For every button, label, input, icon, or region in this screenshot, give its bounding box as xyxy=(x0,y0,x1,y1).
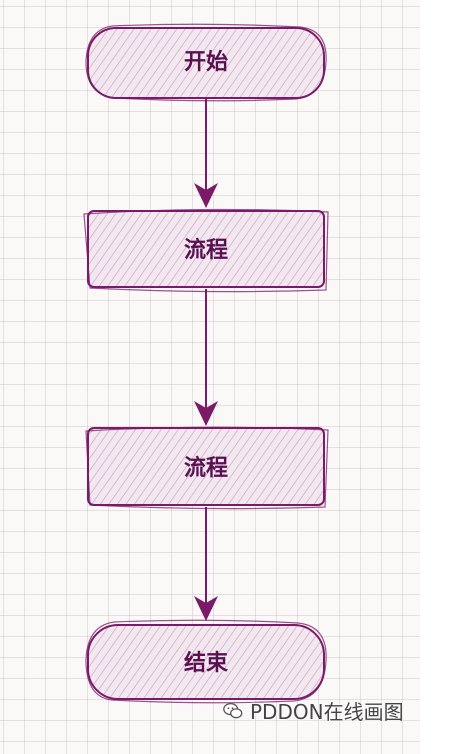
node-process-1-label: 流程 xyxy=(184,237,228,263)
edge-process-1-to-process-2 xyxy=(194,289,218,426)
node-start[interactable]: 开始 xyxy=(85,23,327,102)
node-process-2[interactable]: 流程 xyxy=(85,426,329,510)
node-process-1[interactable]: 流程 xyxy=(83,208,329,293)
node-end[interactable]: 结束 xyxy=(85,619,327,704)
node-start-label: 开始 xyxy=(184,49,228,75)
node-end-label: 结束 xyxy=(184,650,229,676)
arrowhead-icon xyxy=(194,596,218,621)
watermark: PDDON在线画图 xyxy=(222,696,404,725)
arrowhead-icon xyxy=(194,401,218,426)
watermark-text: PDDON在线画图 xyxy=(250,700,404,724)
arrowhead-icon xyxy=(194,183,218,208)
page-margin xyxy=(420,0,454,754)
wechat-icon xyxy=(223,702,243,718)
edge-process-2-to-end xyxy=(194,507,218,621)
edge-start-to-process-1 xyxy=(194,96,218,208)
node-process-2-label: 流程 xyxy=(184,455,228,481)
